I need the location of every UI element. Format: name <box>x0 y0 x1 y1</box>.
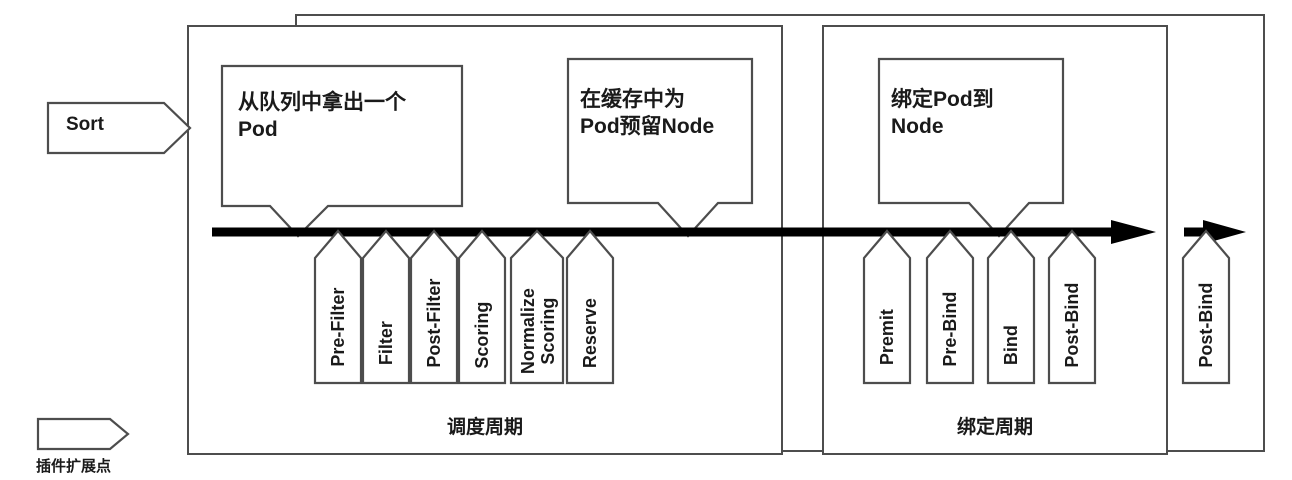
plugin-normalize-scoring[interactable]: Normalize Scoring <box>509 229 565 385</box>
callout-dequeue-pod: 从队列中拿出一个 Pod <box>220 64 466 240</box>
plugin-premit[interactable]: Premit <box>862 229 912 385</box>
plugin-bind[interactable]: Bind <box>986 229 1036 385</box>
main-pipeline-arrow <box>210 219 1160 245</box>
plugin-pre-filter-label: Pre-Filter <box>327 287 348 367</box>
plugin-filter[interactable]: Filter <box>361 229 411 385</box>
plugin-post-filter[interactable]: Post-Filter <box>409 229 459 385</box>
plugin-post-bind-outer-label: Post-Bind <box>1195 282 1216 368</box>
plugin-premit-label: Premit <box>876 309 897 366</box>
plugin-normalize-scoring-label: Normalize Scoring <box>517 288 558 375</box>
legend-extension-point-icon <box>36 417 130 451</box>
plugin-scoring-label: Scoring <box>471 301 492 369</box>
plugin-filter-label: Filter <box>375 321 396 366</box>
binding-cycle-label: 绑定周期 <box>956 417 1033 438</box>
plugin-post-filter-label: Post-Filter <box>423 278 444 368</box>
plugin-post-bind[interactable]: Post-Bind <box>1047 229 1097 385</box>
plugin-pre-bind-label: Pre-Bind <box>939 291 960 367</box>
callout-reserve-node-text: 在缓存中为 Pod预留Node <box>580 88 715 138</box>
plugin-post-bind-label: Post-Bind <box>1061 282 1082 368</box>
scheduling-cycle-label: 调度周期 <box>446 417 523 438</box>
sort-label: Sort <box>66 114 104 135</box>
sort-extension-point[interactable]: Sort <box>46 101 192 155</box>
callout-bind-pod-node: 绑定Pod到 Node <box>877 57 1067 240</box>
plugin-post-bind-outer[interactable]: Post-Bind <box>1181 229 1231 385</box>
callout-dequeue-pod-text: 从队列中拿出一个 Pod <box>238 91 406 141</box>
plugin-reserve[interactable]: Reserve <box>565 229 615 385</box>
plugin-pre-filter[interactable]: Pre-Filter <box>313 229 363 385</box>
plugin-bind-label: Bind <box>1000 325 1021 366</box>
callout-reserve-node: 在缓存中为 Pod预留Node <box>566 57 756 240</box>
plugin-scoring[interactable]: Scoring <box>457 229 507 385</box>
plugin-reserve-label: Reserve <box>579 298 600 369</box>
legend-label: 插件扩展点 <box>36 458 112 475</box>
plugin-pre-bind[interactable]: Pre-Bind <box>925 229 975 385</box>
callout-bind-pod-node-text: 绑定Pod到 Node <box>891 88 994 138</box>
